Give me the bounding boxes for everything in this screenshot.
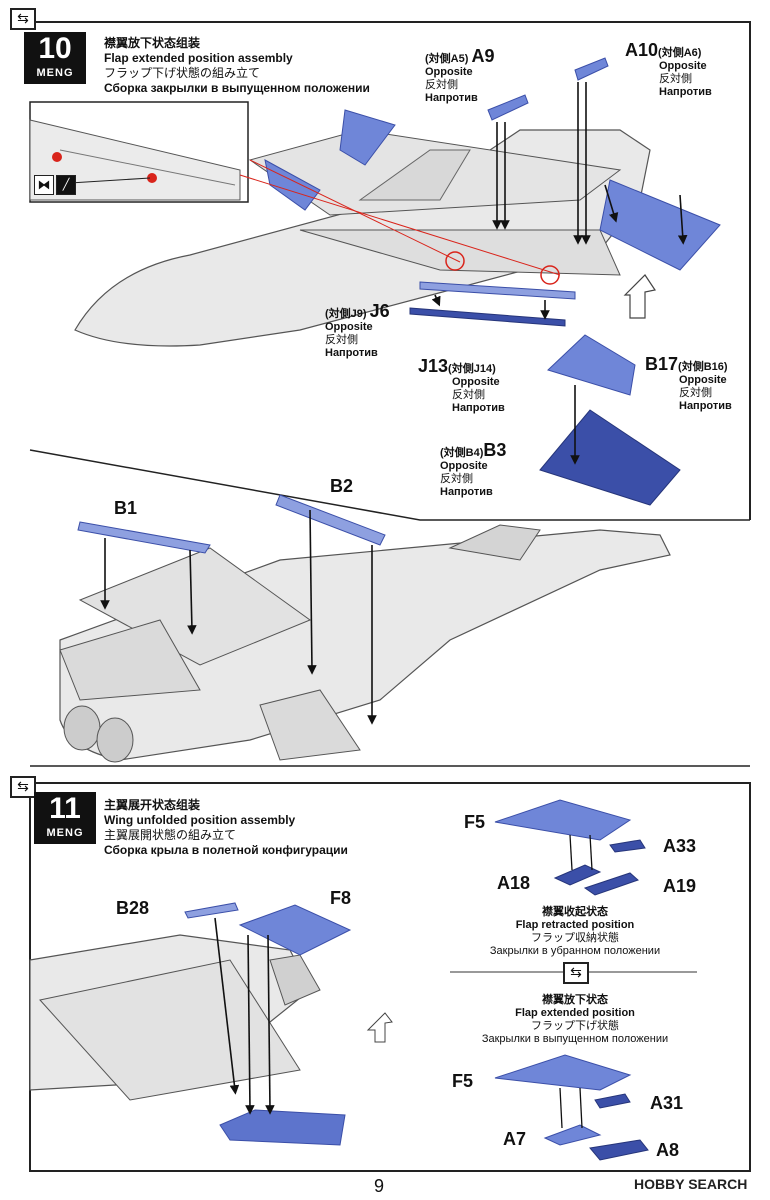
part-callout-b3: (対側B4)B3 Opposite 反対側 Напротив — [440, 440, 507, 498]
step-title-jp: 主翼展開状態の組み立て — [104, 828, 237, 842]
step10-aircraft-bottom — [59, 494, 671, 763]
part-callout-j13: J13(対側J14) Opposite 反対側 Напротив — [418, 356, 505, 414]
step-number: 10 — [38, 32, 72, 65]
step-title-ru: Сборка крыла в полетной конфигурации — [104, 843, 348, 857]
part-label-a31: A31 — [650, 1093, 684, 1113]
step-number: 11 — [49, 792, 81, 825]
step-title-en: Flap extended position assembly — [104, 51, 293, 65]
part-callout-a10: A10(対側A6) Opposite 反対側 Напротив — [625, 40, 712, 98]
part-label-a19: A19 — [663, 876, 697, 896]
part-callout-a9: (対側A5) A9 Opposite 反対側 Напротив — [425, 46, 495, 104]
glue-bowtie-icon: ⧓ — [34, 175, 54, 195]
part-label-f5: F5 — [452, 1071, 474, 1091]
part-callout-j6: (対側J9) J6 Opposite 反対側 Напротив — [325, 301, 390, 359]
step11-flap-parts — [494, 799, 649, 1161]
cement-tube-icon: ╱ — [56, 175, 76, 195]
step-title-cn: 主翼展开状态组装 — [104, 798, 201, 812]
step-title-en: Wing unfolded position assembly — [104, 813, 296, 827]
arrow-sequence-icon: ⇆ — [10, 776, 36, 798]
hobby-search-watermark: HOBBY SEARCH — [634, 1176, 748, 1192]
part-label-a8: A8 — [656, 1140, 680, 1160]
step-title-jp: フラップ下げ状態の組み立て — [104, 66, 261, 80]
step11-aircraft — [29, 902, 393, 1146]
part-label-a7: A7 — [503, 1129, 527, 1149]
step-title-ru: Сборка закрылки в выпущенном положении — [104, 81, 370, 95]
step-title-cn: 襟翼放下状态组装 — [104, 36, 201, 50]
brand-logo: MENG — [36, 67, 74, 79]
part-label-b1: B1 — [114, 498, 138, 518]
part-label-f8: F8 — [330, 888, 352, 908]
part-label-b2: B2 — [330, 476, 354, 496]
flap-retracted-caption: 襟翼收起状态 Flap retracted position フラップ収納状態 … — [489, 906, 661, 957]
flap-extended-caption: 襟翼放下状态 Flap extended position フラップ下げ状態 З… — [481, 994, 669, 1045]
part-label-a18: A18 — [497, 873, 531, 893]
part-callout-b17: B17(対側B16) Opposite 反対側 Напротив — [645, 354, 732, 412]
brand-logo: MENG — [46, 827, 84, 839]
step-10-badge: 10 MENG — [24, 32, 86, 84]
part-label-a33: A33 — [663, 836, 697, 856]
arrow-sequence-icon: ⇆ — [10, 8, 36, 30]
page-number: 9 — [374, 1176, 385, 1196]
arrow-sequence-icon: ⇆ — [563, 962, 589, 984]
part-label-b28: B28 — [116, 898, 150, 918]
step-11-badge: 11 MENG — [34, 792, 96, 844]
step10-aircraft-top — [74, 109, 651, 347]
part-label-f5: F5 — [464, 812, 486, 832]
